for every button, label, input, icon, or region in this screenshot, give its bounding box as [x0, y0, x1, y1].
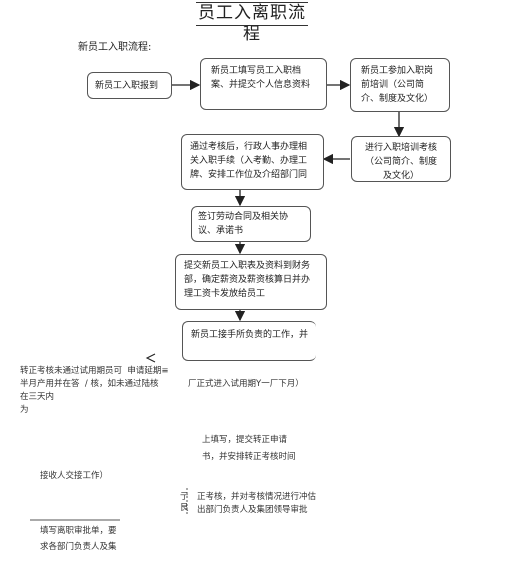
step-training-box: 新员工参加入职岗前培训（公司简介、制度及文化）: [350, 58, 450, 112]
accept-handover-text: 接收人交接工作）: [40, 471, 109, 481]
step-fill-file-label: 新员工填写员工入职档案、并提交个人信息资料: [211, 66, 311, 90]
step-exam-box: 进行入职培训考核（公司简介、制度及文化）: [351, 136, 451, 182]
step-handover-box: 新员工接手所负责的工作，并: [182, 321, 316, 361]
left-arrow-mark: [145, 353, 156, 363]
step-report-label: 新员工入职报到: [95, 81, 159, 91]
side-mark-text: 亍 艮: [180, 492, 189, 513]
step-submit-label: 提交新员工入职表及资料到财务部，确定薪资及薪资核算日并办理工资卡发放给员工: [184, 261, 311, 299]
leave-form-text: 填写离职审批单，要 求各部门负责人及集: [40, 526, 117, 552]
probation-text: 厂正式进入试用期Y一厂下月）: [188, 379, 304, 389]
step-exam-label: 进行入职培训考核（公司简介、制度及文化）: [364, 143, 437, 181]
onboarding-subtitle: 新员工入职流程:: [78, 42, 152, 53]
left-note-text: 转正考核未通过试用期员可 申请延期≡ 半月产用并在答 / 核，如未通过陆核 在三…: [20, 366, 169, 415]
step-contract-box: 签订劳动合同及相关协议、承诺书: [191, 206, 311, 242]
step-submit-box: 提交新员工入职表及资料到财务部，确定薪资及薪资核算日并办理工资卡发放给员工: [175, 254, 327, 310]
step-contract-label: 签订劳动合同及相关协议、承诺书: [198, 212, 289, 236]
step-training-label: 新员工参加入职岗前培训（公司简介、制度及文化）: [361, 66, 434, 104]
page-title: 员工入离职流程: [196, 2, 308, 44]
step-fill-file-box: 新员工填写员工入职档案、并提交个人信息资料: [200, 58, 327, 110]
step-pass-label: 通过考核后，行政人事办理相关入职手续（入考勤、办理工牌、安排工作位及介绍部门同: [190, 142, 308, 180]
step-handover-label: 新员工接手所负责的工作，并: [191, 330, 309, 340]
regular-exam-text: 正考核，并对考核情况进行冲估 出部门负责人及集团领导审批: [197, 492, 317, 515]
step-report-box: 新员工入职报到: [87, 72, 172, 99]
apply-regular-text: 上填写，提交转正申请 书，并安排转正考核时间: [202, 435, 296, 462]
step-pass-box: 通过考核后，行政人事办理相关入职手续（入考勤、办理工牌、安排工作位及介绍部门同: [181, 134, 324, 190]
